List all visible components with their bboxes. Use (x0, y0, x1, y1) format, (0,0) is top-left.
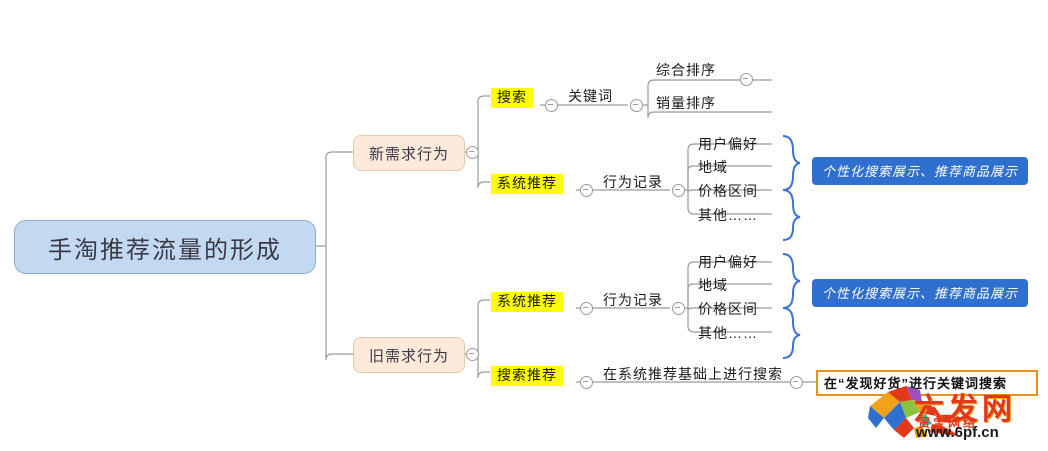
leaf-label: 用户偏好 (698, 136, 758, 152)
node-label: 系统推荐 (497, 293, 557, 309)
watermark-url: www.6pf.cn (916, 424, 999, 441)
leaf-price-range-2[interactable]: 价格区间 (698, 301, 758, 318)
leaf-price-range[interactable]: 价格区间 (698, 183, 758, 200)
leaf-label: 用户偏好 (698, 254, 758, 270)
watermark-tagline: 贸宝网络 (918, 416, 979, 430)
branch-node-old-demand[interactable]: 旧需求行为 (353, 337, 465, 373)
node-label: 系统推荐 (497, 175, 557, 191)
callout-label: 个性化搜索展示、推荐商品展示 (822, 286, 1019, 301)
leaf-user-preference-2[interactable]: 用户偏好 (698, 254, 758, 271)
branch-label: 新需求行为 (368, 145, 449, 163)
collapse-icon-search-on-recommend[interactable] (790, 376, 803, 389)
callout-personalized-display-bottom[interactable]: 个性化搜索展示、推荐商品展示 (812, 279, 1029, 307)
collapse-icon-new-demand[interactable] (466, 146, 479, 159)
leaf-label: 销量排序 (656, 95, 716, 111)
leaf-label: 综合排序 (656, 62, 716, 78)
leaf-region-2[interactable]: 地域 (698, 277, 728, 294)
leaf-region[interactable]: 地域 (698, 159, 728, 176)
collapse-icon-keyword[interactable] (630, 99, 643, 112)
leaf-label: 地域 (698, 159, 728, 175)
callout-label: 在“发现好货”进行关键词搜索 (824, 375, 1008, 391)
node-system-recommend-highlight[interactable]: 系统推荐 (491, 174, 563, 194)
leaf-other-2[interactable]: 其他…… (698, 325, 758, 342)
branch-label: 旧需求行为 (368, 347, 449, 365)
collapse-icon-behavior-record[interactable] (672, 184, 685, 197)
watermark-brand: 六发网 (914, 393, 1016, 426)
node-search-recommend-highlight[interactable]: 搜索推荐 (491, 366, 563, 386)
collapse-icon-system-recommend[interactable] (580, 184, 593, 197)
collapse-icon-search[interactable] (545, 99, 558, 112)
watermark: 六发网 贸宝网络 www.6pf.cn (866, 372, 1048, 446)
collapse-icon-old-demand[interactable] (466, 348, 479, 361)
root-label: 手淘推荐流量的形成 (48, 236, 282, 264)
leaf-label: 价格区间 (698, 301, 758, 317)
callout-personalized-display-top[interactable]: 个性化搜索展示、推荐商品展示 (812, 157, 1029, 185)
leaf-sales-sort[interactable]: 销量排序 (656, 95, 716, 112)
leaf-other[interactable]: 其他…… (698, 207, 758, 224)
node-search-on-recommend[interactable]: 在系统推荐基础上进行搜索 (603, 366, 783, 383)
leaf-label: 其他…… (698, 325, 758, 341)
node-label: 搜索推荐 (497, 367, 557, 383)
leaf-comprehensive-sort[interactable]: 综合排序 (656, 62, 716, 79)
node-label: 行为记录 (603, 292, 663, 308)
node-keyword[interactable]: 关键词 (568, 88, 613, 105)
node-label: 关键词 (568, 88, 613, 104)
leaf-label: 其他…… (698, 207, 758, 223)
node-label: 行为记录 (603, 174, 663, 190)
collapse-icon-system-recommend-2[interactable] (580, 302, 593, 315)
callout-label: 个性化搜索展示、推荐商品展示 (822, 164, 1019, 179)
node-behavior-record[interactable]: 行为记录 (603, 174, 663, 191)
root-node[interactable]: 手淘推荐流量的形成 (14, 220, 316, 274)
collapse-icon-behavior-record-2[interactable] (672, 302, 685, 315)
node-behavior-record-2[interactable]: 行为记录 (603, 292, 663, 309)
node-label: 搜索 (497, 89, 527, 105)
node-search-highlight[interactable]: 搜索 (491, 88, 533, 108)
bull-logo-icon (868, 386, 966, 438)
collapse-icon-comprehensive-sort[interactable] (740, 73, 753, 86)
callout-discover-goods-box[interactable]: 在“发现好货”进行关键词搜索 (816, 370, 1038, 396)
node-label: 在系统推荐基础上进行搜索 (603, 366, 783, 382)
leaf-label: 价格区间 (698, 183, 758, 199)
branch-node-new-demand[interactable]: 新需求行为 (353, 135, 465, 171)
leaf-label: 地域 (698, 277, 728, 293)
leaf-user-preference[interactable]: 用户偏好 (698, 136, 758, 153)
node-system-recommend-highlight-2[interactable]: 系统推荐 (491, 292, 563, 312)
collapse-icon-search-recommend[interactable] (580, 376, 593, 389)
